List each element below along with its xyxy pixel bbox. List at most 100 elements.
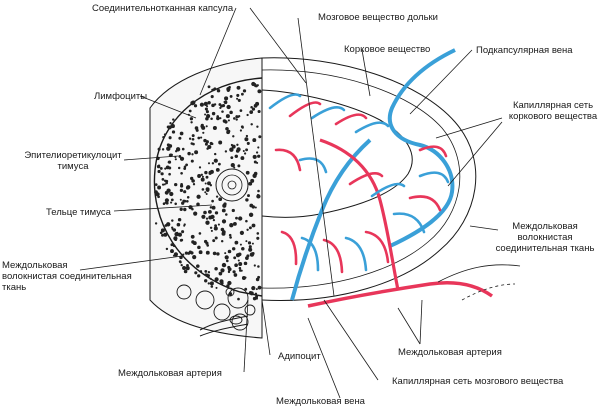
adipocytes — [176, 284, 256, 331]
label-thymic-body: Тельце тимуса — [46, 207, 111, 218]
capillary-loop — [268, 93, 302, 110]
capillary-loop — [364, 230, 390, 264]
lymphocyte-dot — [186, 196, 190, 199]
lymphocyte-dot — [234, 154, 239, 159]
lymphocyte-dot — [166, 222, 171, 227]
lymphocyte-dot — [233, 117, 236, 120]
label-interlobular-vein: Междольковая вена — [276, 396, 365, 407]
lymphocyte-dot — [160, 172, 164, 176]
lymphocyte-dot — [183, 224, 186, 227]
label-lymphocytes: Лимфоциты — [94, 91, 148, 102]
lymphocyte-dot — [247, 241, 252, 245]
lymphocyte-dot — [204, 142, 208, 146]
lymphocyte-dot — [245, 148, 249, 152]
lymphocyte-dot — [212, 218, 216, 222]
lymphocyte-dot — [191, 134, 195, 138]
lymphocyte-dot — [221, 219, 227, 224]
lymphocyte-dot — [249, 110, 254, 114]
lymphocyte-dot — [246, 228, 249, 231]
lymphocyte-dot — [226, 284, 230, 288]
lymphocyte-dot — [169, 122, 172, 125]
capsule-inner — [261, 69, 461, 289]
lymphocyte-dot — [231, 247, 236, 251]
label-capsule: Соединительнотканная капсула — [92, 3, 234, 14]
lymphocyte-dot — [230, 156, 234, 160]
lymphocyte-dot — [215, 167, 220, 172]
lymphocyte-dot — [234, 242, 238, 245]
label-interlobular-connective-left-line2: волокнистая соединительная — [2, 271, 132, 282]
lymphocyte-dot — [227, 249, 232, 254]
lymphocyte-dot — [221, 208, 226, 213]
lymphocyte-dot — [184, 251, 189, 255]
lymphocyte-dot — [211, 88, 214, 92]
left-vessel-stubs — [199, 315, 249, 337]
lymphocyte-dot — [177, 217, 182, 222]
capillary-loop — [408, 195, 442, 212]
lymphocyte-dot — [204, 279, 208, 283]
lymphocyte-dot — [222, 119, 227, 123]
lymphocyte-dot — [203, 101, 208, 106]
lymphocyte-dot — [185, 266, 190, 271]
capsule-outline — [149, 57, 263, 339]
lymphocyte-dot — [207, 271, 211, 274]
lymphocyte-dot — [243, 261, 248, 266]
capillary-loop — [298, 157, 328, 174]
lymphocyte-dot — [225, 114, 230, 119]
lymphocyte-dot — [181, 201, 185, 205]
lymphocyte-dot — [207, 181, 211, 186]
lymphocyte-dot — [254, 84, 258, 88]
lymphocyte-dot — [244, 276, 247, 279]
lymphocyte-dot — [237, 98, 241, 102]
capillary-loop — [354, 121, 390, 134]
lymphocyte-dot — [171, 219, 174, 222]
lymphocyte-dot — [257, 109, 261, 114]
lymphocyte-dot — [188, 137, 192, 140]
lymphocyte-dot — [188, 205, 193, 210]
artery-trunk — [319, 138, 400, 291]
lymphocyte-dot — [216, 115, 220, 118]
lymphocyte-dot — [227, 280, 232, 286]
lymphocyte-dot — [207, 162, 211, 165]
lymphocyte-dot — [205, 217, 209, 220]
lymphocyte-dot — [212, 239, 216, 243]
histology-panel — [149, 57, 263, 339]
lymphocyte-dot — [238, 269, 242, 272]
subcapsular-vein — [387, 48, 456, 248]
lymphocyte-dot — [191, 153, 194, 156]
lymphocyte-dot — [207, 282, 210, 285]
lymphocyte-dot — [237, 164, 241, 168]
lymphocyte-dot — [229, 236, 232, 239]
lymphocyte-dot — [239, 129, 242, 132]
lymphocyte-dots — [154, 81, 262, 301]
lymphocyte-dot — [211, 162, 215, 165]
lymphocyte-dot — [248, 226, 252, 230]
lymphocyte-dot — [256, 232, 260, 235]
lymphocyte-dot — [194, 271, 198, 275]
leader-lines — [79, 7, 503, 399]
lymphocyte-dot — [205, 250, 210, 255]
capillary-loop — [322, 238, 344, 274]
lymphocyte-dot — [205, 220, 210, 225]
lymphocyte-dot — [248, 245, 252, 249]
lymphocyte-dot — [248, 247, 253, 252]
lymphocyte-dot — [164, 179, 168, 183]
lymphocyte-dot — [205, 110, 209, 114]
lymphocyte-dot — [154, 183, 158, 186]
lymphocyte-dot — [161, 233, 164, 237]
lymphocyte-dot — [214, 236, 218, 240]
lymphocyte-dot — [211, 199, 214, 203]
lymphocyte-dot — [196, 264, 200, 268]
lymphocyte-dot — [221, 262, 227, 268]
lymphocyte-dot — [185, 163, 188, 167]
lobule-schematic — [261, 48, 521, 308]
lymphocyte-dot — [232, 135, 235, 138]
lymphocyte-dot — [197, 245, 201, 250]
lymphocyte-dot — [169, 191, 174, 197]
lymphocyte-dot — [204, 191, 207, 194]
lymphocyte-dot — [254, 292, 258, 295]
lymphocyte-dot — [218, 197, 223, 202]
lymphocyte-dot — [238, 216, 243, 221]
lymphocyte-dot — [192, 142, 195, 146]
label-interlobular-artery-left: Междольковая артерия — [118, 368, 222, 379]
lymphocyte-dot — [232, 270, 236, 274]
